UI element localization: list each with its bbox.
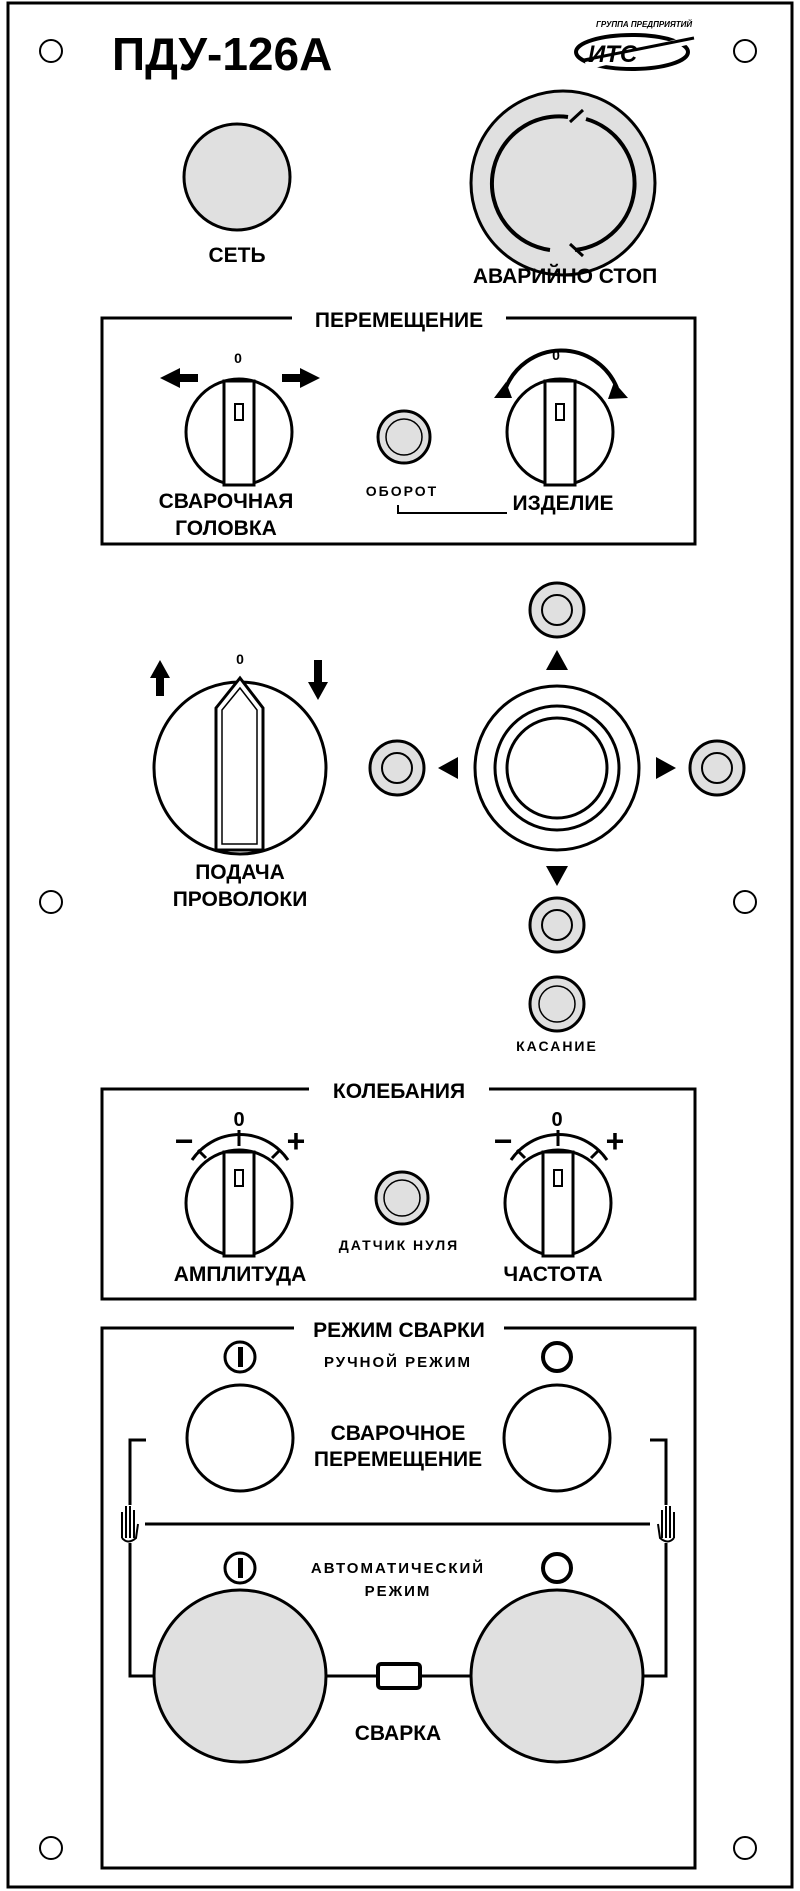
svg-text:ИТС: ИТС <box>588 41 638 68</box>
amplitude-selector[interactable] <box>184 1148 294 1258</box>
arrow-right-icon <box>282 368 320 388</box>
manual-move-start-button[interactable] <box>185 1383 295 1493</box>
screw-icon <box>733 39 757 63</box>
svg-text:ГРУППА ПРЕДПРИЯТИЙ: ГРУППА ПРЕДПРИЯТИЙ <box>596 20 692 29</box>
oscillation-title: КОЛЕБАНИЯ <box>333 1080 465 1103</box>
product-zero-label: 0 <box>552 347 560 363</box>
welding-head-label-2: ГОЛОВКА <box>175 517 277 540</box>
screw-icon <box>39 1836 63 1860</box>
wire-feed-label-1: ПОДАЧА <box>195 861 285 884</box>
welding-head-selector[interactable] <box>184 377 294 487</box>
manual-move-stop-button[interactable] <box>502 1383 612 1493</box>
product-label: ИЗДЕЛИЕ <box>512 492 613 515</box>
joystick-up-arrow-icon <box>546 650 568 670</box>
network-label: СЕТЬ <box>208 244 265 267</box>
hand-right-icon <box>655 1505 679 1543</box>
screw-icon <box>733 890 757 914</box>
brand-logo: ГРУППА ПРЕДПРИЯТИЙ ИТС <box>574 20 695 71</box>
amplitude-label: АМПЛИТУДА <box>174 1263 307 1286</box>
joystick-right-arrow-icon <box>656 757 676 779</box>
welding-move-label-2: ПЕРЕМЕЩЕНИЕ <box>314 1448 482 1471</box>
joystick-down-arrow-icon <box>546 866 568 886</box>
touch-label: КАСАНИЕ <box>516 1038 598 1054</box>
start-symbol-icon <box>223 1340 257 1374</box>
frequency-zero-label: 0 <box>551 1109 562 1131</box>
arrow-down-icon <box>308 660 328 700</box>
emergency-stop-button[interactable] <box>469 89 657 277</box>
left-indicator-lamp <box>368 739 426 797</box>
manual-mode-label: РУЧНОЙ РЕЖИМ <box>324 1353 472 1371</box>
rotate-right-arrow-icon <box>608 382 628 399</box>
up-indicator-lamp <box>528 581 586 639</box>
touch-indicator-lamp <box>528 975 586 1033</box>
welding-move-label-1: СВАРОЧНОЕ <box>331 1422 466 1445</box>
amplitude-zero-label: 0 <box>233 1109 244 1131</box>
down-indicator-lamp <box>528 896 586 954</box>
welding-mode-title: РЕЖИМ СВАРКИ <box>313 1319 485 1342</box>
auto-stop-symbol-icon <box>541 1552 573 1584</box>
weld-symbol-icon <box>376 1662 422 1690</box>
turn-connector-line <box>397 505 507 514</box>
hand-left-icon <box>117 1505 141 1543</box>
frequency-minus-label: − <box>494 1123 513 1159</box>
joystick[interactable] <box>473 684 641 852</box>
screw-icon <box>39 39 63 63</box>
two-hand-bracket-right <box>634 1438 668 1678</box>
auto-mode-label-1: АВТОМАТИЧЕСКИЙ <box>311 1559 485 1577</box>
feed-zero-label: 0 <box>236 651 244 667</box>
amplitude-minus-label: − <box>175 1123 194 1159</box>
welding-head-label-1: СВАРОЧНАЯ <box>159 490 294 513</box>
auto-mode-label-2: РЕЖИМ <box>365 1583 432 1600</box>
joystick-left-arrow-icon <box>438 757 458 779</box>
screw-icon <box>733 1836 757 1860</box>
screw-icon <box>39 890 63 914</box>
frequency-plus-label: + <box>606 1123 625 1159</box>
emergency-stop-label: АВАРИЙНО СТОП <box>473 264 657 288</box>
arrow-up-icon <box>150 660 170 696</box>
rotate-left-arrow-icon <box>494 382 512 398</box>
frequency-selector[interactable] <box>503 1148 613 1258</box>
weld-label: СВАРКА <box>355 1722 441 1745</box>
wire-feed-selector[interactable] <box>152 675 328 856</box>
two-hand-bracket-left <box>128 1438 160 1678</box>
rotation-arc-icon <box>503 348 619 391</box>
weld-stop-button[interactable] <box>469 1588 645 1764</box>
frequency-label: ЧАСТОТА <box>503 1263 602 1286</box>
panel-title: ПДУ-126А <box>112 28 332 80</box>
weld-start-button[interactable] <box>152 1588 328 1764</box>
auto-start-symbol-icon <box>223 1551 257 1585</box>
stop-symbol-icon <box>541 1341 573 1373</box>
arrow-left-icon <box>160 368 198 388</box>
product-rotation-selector[interactable] <box>505 377 615 487</box>
right-indicator-lamp <box>688 739 746 797</box>
turn-label: ОБОРОТ <box>366 483 438 499</box>
zero-sensor-lamp <box>374 1170 430 1226</box>
network-button[interactable] <box>182 122 292 232</box>
head-zero-label: 0 <box>234 350 242 366</box>
zero-sensor-label: ДАТЧИК НУЛЯ <box>339 1237 459 1253</box>
wire-feed-label-2: ПРОВОЛОКИ <box>173 888 308 911</box>
movement-title: ПЕРЕМЕЩЕНИЕ <box>315 309 483 332</box>
amplitude-plus-label: + <box>287 1123 306 1159</box>
panel-border <box>6 1 794 1889</box>
